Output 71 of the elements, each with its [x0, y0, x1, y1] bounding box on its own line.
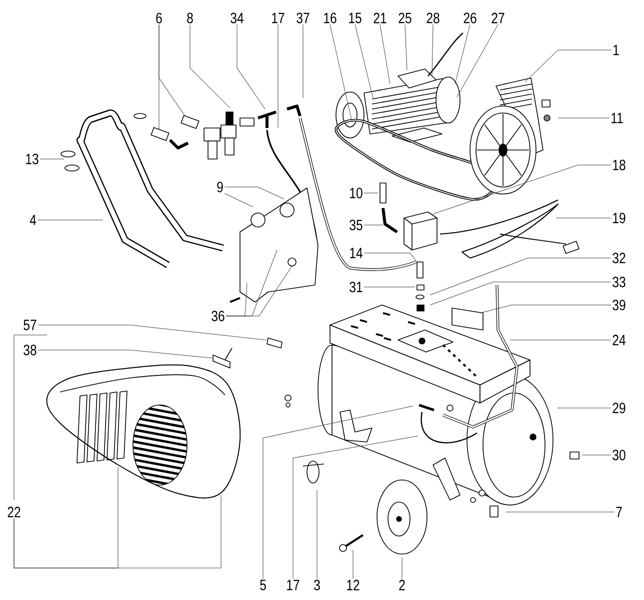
callout-number: 25: [398, 12, 412, 24]
callout-number: 2: [399, 580, 405, 590]
leader-line: [316, 490, 318, 579]
leader-line: [292, 436, 418, 579]
leader-line: [236, 24, 266, 110]
leader-line: [524, 50, 612, 82]
callout-number: 17: [287, 580, 300, 590]
leader-line: [364, 192, 378, 194]
callout-number: 21: [374, 12, 386, 24]
callout-number: 1: [614, 44, 619, 56]
leader-line: [14, 494, 222, 568]
callout-number: 6: [156, 12, 162, 24]
leader-line: [354, 24, 374, 98]
leader-line: [40, 158, 64, 160]
leader-line: [456, 24, 498, 98]
callout-number: 11: [612, 112, 623, 124]
leader-line: [302, 24, 304, 98]
callout-number: 38: [24, 344, 36, 356]
callout-number: 31: [350, 282, 362, 292]
leader-line: [330, 24, 352, 122]
leader-line: [352, 550, 354, 579]
callout-number: 34: [230, 12, 244, 24]
callout-number: 18: [613, 160, 626, 170]
callout-number: 3: [314, 580, 320, 590]
callout-number: 16: [324, 12, 336, 24]
callout-number: 12: [347, 580, 360, 590]
callout-number: 15: [349, 12, 362, 24]
leader-line: [432, 164, 612, 214]
callout-number: 5: [260, 580, 266, 590]
callout-number: 29: [612, 402, 626, 414]
leader-line: [364, 252, 418, 262]
callout-number: 33: [612, 276, 626, 288]
callout-number: 22: [8, 506, 20, 518]
callout-number: 17: [272, 12, 284, 24]
leader-line: [190, 24, 230, 108]
leader-line: [224, 193, 254, 208]
callout-number: 32: [612, 252, 626, 264]
leader-line: [38, 324, 266, 340]
callout-number: 14: [350, 248, 362, 258]
callout-number: 8: [187, 12, 193, 24]
leader-line: [454, 24, 470, 84]
callout-number: 13: [26, 154, 38, 164]
callout-number: 30: [612, 450, 626, 460]
leader-line: [158, 24, 160, 130]
callout-number: 28: [426, 12, 440, 24]
callout-number: 7: [616, 506, 622, 518]
callout-number: 19: [613, 212, 626, 224]
callout-number: 36: [212, 310, 224, 322]
callout-number: 10: [350, 188, 362, 198]
callout-number: 39: [612, 300, 626, 310]
leader-line: [262, 406, 414, 579]
callout-number: 35: [350, 220, 362, 230]
leader-line: [432, 24, 434, 76]
leader-line: [226, 266, 292, 316]
callout-number: 57: [24, 320, 36, 330]
leader-line: [380, 24, 390, 84]
leader-line: [582, 454, 612, 456]
leader-line: [364, 224, 384, 226]
callout-number: 9: [217, 182, 223, 192]
leader-line: [38, 350, 212, 358]
callout-number: 26: [464, 12, 476, 24]
leader-line: [430, 282, 612, 306]
leader-line: [430, 258, 612, 296]
leader-line: [404, 24, 408, 70]
callout-number: 24: [612, 334, 626, 346]
leader-line: [480, 304, 612, 314]
callout-number: 27: [492, 12, 504, 24]
callout-number: 4: [30, 214, 36, 226]
leader-line: [224, 186, 284, 200]
leader-line: [364, 286, 416, 288]
callout-number: 37: [296, 12, 310, 24]
